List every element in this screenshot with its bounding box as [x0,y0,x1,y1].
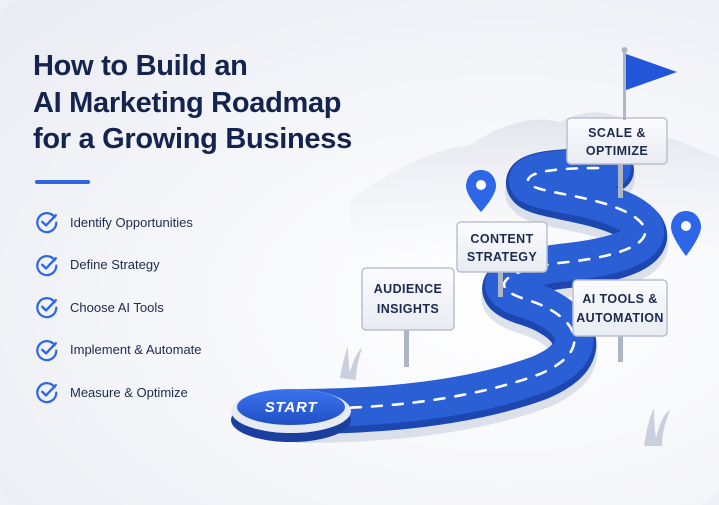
location-pin-icon [671,211,701,256]
title-line-2: AI Marketing Roadmap [33,86,342,119]
checklist-item: Measure & Optimize [35,378,202,406]
sign-scale-optimize: SCALE & OPTIMIZE [566,117,668,198]
checklist-item: Choose AI Tools [35,293,202,321]
page-title: How to Build an AI Marketing Roadmap for… [33,48,393,158]
sign-content-strategy: CONTENT STRATEGY [456,221,548,297]
check-circle-icon [36,339,58,361]
flag-icon [621,47,677,120]
checklist-item: Define Strategy [35,251,202,279]
checklist-item-label: Choose AI Tools [70,299,164,315]
grass-icon [644,408,670,446]
checklist-item-label: Implement & Automate [70,342,202,357]
title-line-3: for a Growing Business [33,123,352,155]
sign-content-line2: STRATEGY [467,250,538,264]
sign-scale-line1: SCALE & [588,126,646,140]
title-underline [35,180,90,184]
check-circle-icon [36,254,58,276]
checklist-item-label: Identify Opportunities [70,214,193,230]
sign-audience-insights: AUDIENCE INSIGHTS [361,267,455,367]
check-circle-icon [36,382,58,404]
check-circle-icon [36,212,58,234]
sign-content-line1: CONTENT [470,232,533,246]
sign-audience-line1: AUDIENCE [374,282,442,296]
location-pin-icon [466,170,496,212]
checklist-item: Identify Opportunities [35,208,202,236]
sign-ai-tools-line2: AUTOMATION [576,311,664,325]
sign-audience-line2: INSIGHTS [377,302,439,316]
start-platform: START [231,389,351,442]
checklist-item: Implement & Automate [35,336,202,364]
steps-checklist: Identify Opportunities Define Strategy C… [35,208,202,421]
sign-ai-tools-automation: AI TOOLS & AUTOMATION [572,279,668,362]
checklist-item-label: Define Strategy [70,257,160,272]
grass-icon [340,346,362,380]
sign-scale-line2: OPTIMIZE [586,144,648,158]
check-circle-icon [36,297,58,319]
start-label: START [265,399,319,416]
checklist-item-label: Measure & Optimize [70,384,188,400]
title-line-1: How to Build an [33,50,248,82]
sign-ai-tools-line1: AI TOOLS & [582,292,657,306]
